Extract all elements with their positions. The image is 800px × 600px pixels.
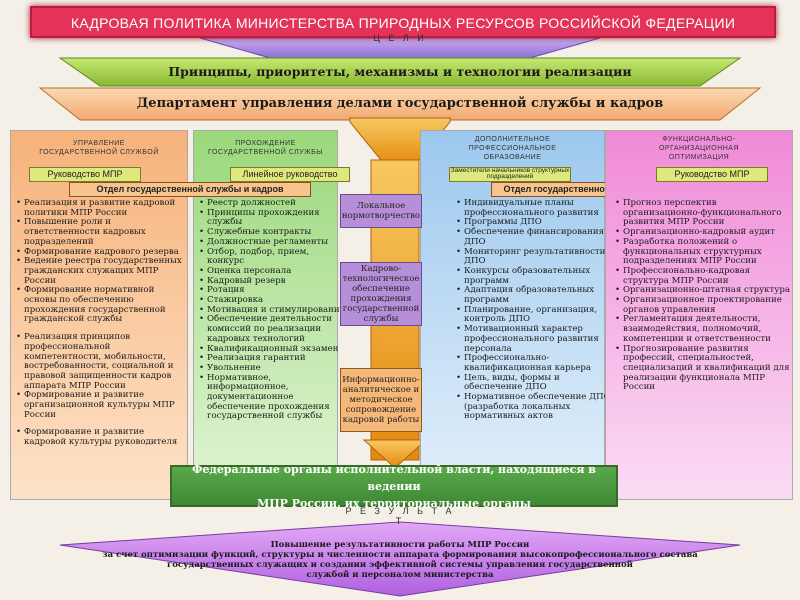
- column-state-service-management: УПРАВЛЕНИЕ ГОСУДАРСТВЕННОЙ СЛУЖБОЙ Руков…: [10, 130, 311, 500]
- list-item: Обеспечение деятельности комиссий по реа…: [199, 315, 347, 344]
- list-item: Формирование и развитие организационной …: [16, 390, 184, 420]
- list-item: Организационно-штатная структура: [615, 286, 793, 296]
- list-item: Реестр должностей: [199, 198, 347, 209]
- column-header: ДОПОЛНИТЕЛЬНОЕ ПРОФЕССИОНАЛЬНОЕ ОБРАЗОВА…: [468, 135, 557, 161]
- list-item: Цель, виды, формы и обеспечение ДПО: [456, 373, 612, 393]
- goals-label: Ц Е Л И: [373, 33, 427, 43]
- list-item: Планирование, организация, контроль ДПО: [456, 305, 612, 325]
- list-item: Мониторинг результативности ДПО: [456, 247, 612, 267]
- list-item: Ведение реестра государственных гражданс…: [16, 256, 184, 286]
- list-item: Индивидуальные планы профессионального р…: [456, 198, 612, 218]
- list-item: Должностные регламенты: [199, 237, 347, 248]
- principles-label: Принципы, приоритеты, механизмы и технол…: [168, 64, 632, 79]
- list-item: Мотивация и стимулирование: [199, 305, 347, 316]
- list-item: Стажировка: [199, 295, 347, 306]
- item-list: Индивидуальные планы профессионального р…: [455, 198, 612, 422]
- item-list: Прогноз перспектив организационно-функци…: [614, 198, 793, 394]
- list-item: Принципы прохождения службы: [199, 208, 347, 228]
- list-item: Увольнение: [199, 363, 347, 374]
- middle-box-local-rulemaking: Локальное нормотворчество: [340, 194, 422, 228]
- role-label: Заместители начальников структурных подр…: [449, 167, 571, 182]
- otdel-label-left: Отдел государственной службы и кадров: [69, 182, 311, 197]
- list-item: Обеспечение финансирования ДПО: [456, 227, 612, 247]
- list-item: Квалификационный экзамен: [199, 344, 347, 355]
- list-item: Разработка положений о функциональных ст…: [615, 237, 793, 267]
- column-header: ПРОХОЖДЕНИЕ ГОСУДАРСТВЕННОЙ СЛУЖБЫ: [208, 140, 323, 156]
- list-item: Формирование и развитие кадровой культур…: [16, 428, 184, 448]
- list-item: Кадровый резерв: [199, 276, 347, 287]
- list-item: Реализация и развитие кадровой политики …: [16, 198, 184, 218]
- arrow-head: [362, 439, 428, 469]
- list-item: Мотивационный характер профессионального…: [456, 324, 612, 354]
- federal-line-1: Федеральные органы исполнительной власти…: [192, 462, 596, 493]
- list-item: Организационное проектирование органов у…: [615, 295, 793, 315]
- result-line-2: за счет оптимизации функций, структуры и…: [102, 550, 698, 560]
- list-item: Регламентация деятельности, взаимодейств…: [615, 315, 793, 344]
- list-item: Адаптация образовательных программ: [456, 285, 612, 305]
- list-item: Прогнозирование развития профессий, спец…: [615, 344, 793, 394]
- list-item: Нормативное обеспечение ДПО (разработка …: [456, 392, 612, 422]
- list-item: Программы ДПО: [456, 218, 612, 228]
- column-header: УПРАВЛЕНИЕ ГОСУДАРСТВЕННОЙ СЛУЖБОЙ: [39, 140, 159, 156]
- item-list: Реализация и развитие кадровой политики …: [15, 198, 184, 448]
- column-additional-education: ДОПОЛНИТЕЛЬНОЕ ПРОФЕССИОНАЛЬНОЕ ОБРАЗОВА…: [420, 130, 703, 500]
- middle-box-info-analytics: Информационно-аналитическое и методическ…: [340, 368, 422, 432]
- federal-bodies-box: Федеральные органы исполнительной власти…: [170, 463, 618, 510]
- list-item: Организационно-кадровый аудит: [615, 227, 793, 238]
- department-label: Департамент управления делами государств…: [136, 96, 664, 111]
- department-band: [38, 87, 762, 121]
- list-item: Формирование нормативной основы по обесп…: [16, 286, 184, 325]
- role-label: Линейное руководство: [230, 167, 350, 182]
- column-functional-optimization: ФУНКЦИОНАЛЬНО- ОРГАНИЗАЦИОННАЯ ОПТИМИЗАЦ…: [605, 130, 793, 500]
- result-line-3: государственных служащих и создании эффе…: [167, 560, 633, 570]
- role-label: Руководство МПР: [29, 167, 141, 182]
- list-item: Прогноз перспектив организационно-функци…: [615, 198, 793, 228]
- list-item: Профессионально-кадровая структура МПР Р…: [615, 266, 793, 286]
- result-band: [59, 521, 741, 597]
- result-line-4: службой и персоналом министерства: [306, 570, 494, 580]
- list-item: Реализация гарантий: [199, 354, 347, 364]
- principles-band: [58, 57, 742, 87]
- middle-box-hr-tech-support: Кадрово-технологическое обеспечение прох…: [340, 262, 422, 326]
- list-item: Ротация: [199, 286, 347, 296]
- column-header: ФУНКЦИОНАЛЬНО- ОРГАНИЗАЦИОННАЯ ОПТИМИЗАЦ…: [658, 135, 740, 161]
- list-item: Профессионально-квалификационная карьера: [456, 353, 612, 373]
- list-item: Служебные контракты: [199, 227, 347, 238]
- list-item: Нормативное, информационное, документаци…: [199, 373, 347, 423]
- item-list: Реестр должностей Принципы прохождения с…: [198, 198, 347, 423]
- list-item: Оценка персонала: [199, 266, 347, 277]
- role-label: Руководство МПР: [656, 167, 768, 182]
- result-line-1: Повышение результативности работы МПР Ро…: [270, 540, 530, 550]
- list-item: Реализация принципов профессиональной ко…: [16, 332, 184, 391]
- list-item: Отбор, подбор, прием, конкурс: [199, 247, 347, 267]
- list-item: Формирование кадрового резерва: [16, 247, 184, 258]
- list-item: Повышение роли и ответственности кадровы…: [16, 218, 184, 247]
- page-title: КАДРОВАЯ ПОЛИТИКА МИНИСТЕРСТВА ПРИРОДНЫХ…: [30, 6, 776, 38]
- result-label: Р Е З У Л Ь Т А Т: [345, 506, 455, 526]
- list-item: Конкурсы образовательных программ: [456, 266, 612, 286]
- federal-line-2: МПР России, их территориальные органы: [257, 496, 531, 510]
- result-text: Повышение результативности работы МПР Ро…: [60, 540, 740, 580]
